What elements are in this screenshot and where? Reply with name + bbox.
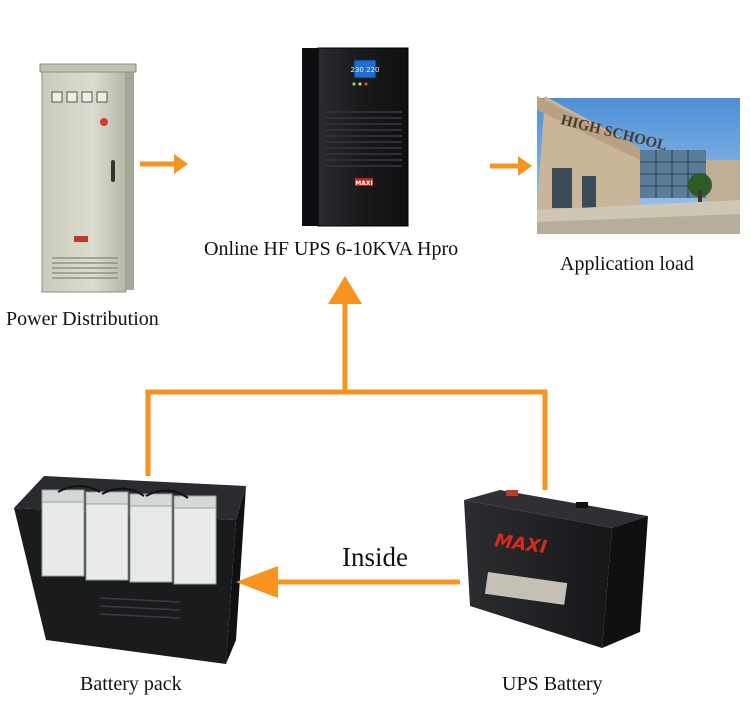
ups-battery-label: UPS Battery	[502, 673, 603, 695]
arrowhead-right-2	[518, 156, 532, 176]
sealed-battery-icon: MAXI	[464, 490, 648, 648]
battery-cabinet-icon	[14, 476, 246, 664]
arrow-heads	[174, 154, 532, 598]
tower-ups-icon: 230 220 MAXI	[302, 47, 409, 227]
arrowhead-right-1	[174, 154, 188, 174]
power-cabinet-icon	[39, 63, 137, 293]
arrowhead-up	[328, 276, 362, 304]
battery-feed-line	[145, 389, 548, 490]
application-load-label: Application load	[560, 253, 694, 275]
ups-display-text: 230 220	[351, 66, 380, 74]
school-building-icon: HIGH SCHOOL	[537, 96, 740, 234]
power-distribution-label: Power Distribution	[6, 308, 159, 330]
ups-label: Online HF UPS 6-10KVA Hpro	[204, 238, 459, 260]
inside-edge-label: Inside	[342, 542, 408, 572]
arrowhead-left	[236, 566, 278, 598]
ups-brand-text: MAXI	[355, 180, 372, 187]
battery-pack-label: Battery pack	[80, 673, 182, 695]
flow-lines	[140, 161, 548, 585]
